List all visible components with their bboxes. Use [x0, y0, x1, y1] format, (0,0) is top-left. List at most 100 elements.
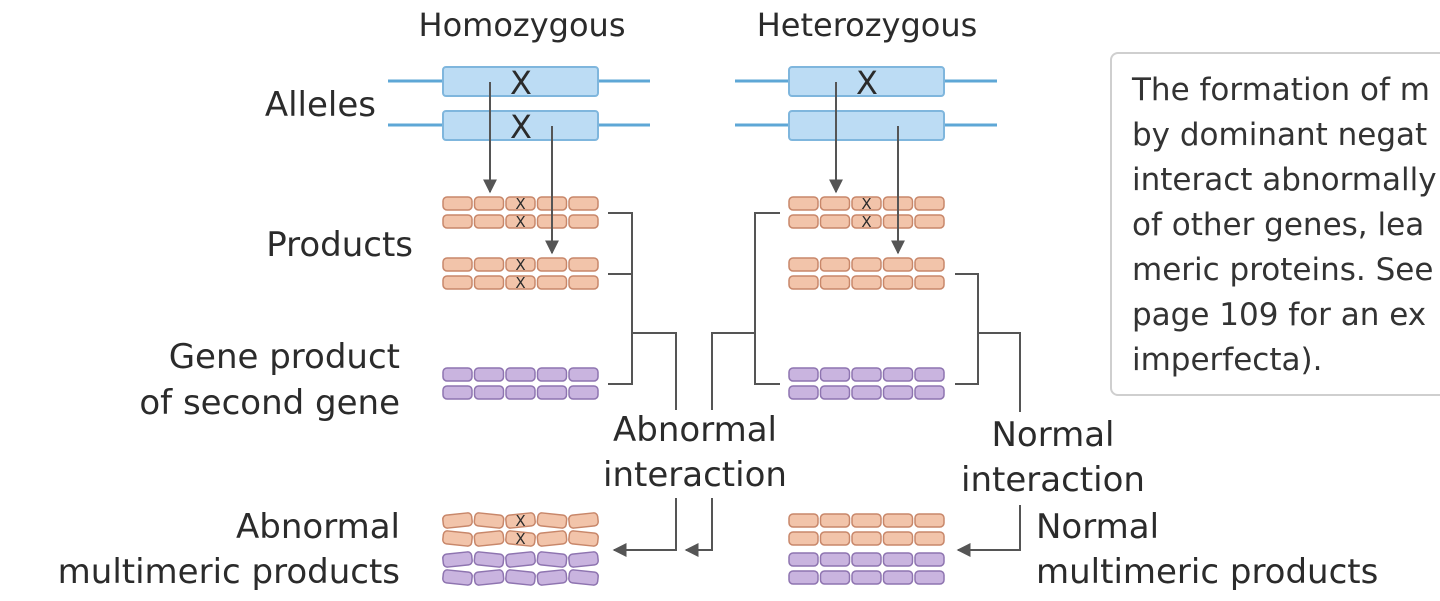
protein-subunit [536, 512, 568, 529]
caption-box: The formation of m by dominant negat int… [1110, 52, 1440, 396]
protein-subunit [851, 196, 882, 211]
homozygous-header: Homozygous [419, 6, 626, 44]
homozygous-product-2: XX [442, 256, 599, 292]
protein-subunit [505, 385, 536, 400]
mutation-mark: X [515, 512, 525, 530]
mutation-mark: X [515, 274, 525, 292]
heterozygous-header: Heterozygous [757, 6, 978, 44]
protein-subunit [788, 257, 819, 272]
protein-subunit [788, 552, 819, 567]
protein-subunit [851, 257, 882, 272]
protein-subunit [442, 196, 473, 211]
allele-to-product-arrows [483, 82, 905, 255]
heterozygous-abnormal-connector [684, 212, 780, 557]
protein-subunit [568, 214, 599, 229]
protein-subunit [914, 531, 945, 546]
protein-subunit [473, 275, 505, 290]
normal-multimeric-label-line-2: multimeric products [1036, 552, 1378, 592]
normal-multimeric-products [788, 513, 945, 585]
homozygous-product-1: XX [442, 195, 599, 231]
protein-subunit [788, 367, 819, 382]
protein-subunit [819, 385, 851, 400]
protein-subunit [536, 367, 568, 382]
protein-subunit [914, 385, 945, 400]
second-gene-label-line-2: of second gene [139, 383, 400, 423]
protein-subunit [914, 196, 945, 211]
protein-subunit [851, 275, 882, 290]
protein-subunit [442, 214, 473, 229]
protein-subunit [914, 570, 945, 585]
abnormal-multimer-lower [442, 551, 599, 586]
protein-subunit [914, 275, 945, 290]
heterozygous-second-gene-product [788, 367, 945, 400]
protein-subunit [788, 385, 819, 400]
protein-subunit [505, 551, 536, 568]
protein-subunit [851, 385, 882, 400]
protein-subunit [505, 214, 536, 229]
normal-multimer-upper [788, 513, 945, 546]
protein-subunit [882, 570, 914, 585]
normal-multimeric-label-line-1: Normal [1036, 507, 1159, 547]
protein-subunit [505, 367, 536, 382]
protein-subunit [473, 214, 505, 229]
protein-subunit [568, 530, 599, 547]
protein-subunit [819, 513, 851, 528]
protein-subunit [819, 531, 851, 546]
protein-subunit [568, 385, 599, 400]
mutation-mark: X [510, 108, 532, 146]
protein-subunit [536, 530, 568, 547]
protein-subunit [788, 531, 819, 546]
protein-subunit [882, 275, 914, 290]
protein-subunit [442, 512, 473, 529]
protein-subunit [788, 214, 819, 229]
mutation-mark: X [515, 530, 525, 548]
mutation-mark: X [515, 213, 525, 231]
products-label: Products [266, 225, 413, 265]
protein-subunit [536, 569, 568, 586]
caption-text: The formation of m by dominant negat int… [1132, 72, 1437, 378]
homozygous-second-gene-product [442, 367, 599, 400]
normal-interaction-label-line-1: Normal [991, 415, 1114, 455]
protein-subunit [851, 367, 882, 382]
mutation-mark: X [856, 64, 878, 102]
protein-subunit [473, 569, 505, 586]
protein-subunit [851, 513, 882, 528]
protein-subunit [473, 530, 505, 547]
protein-subunit [568, 569, 599, 586]
protein-subunit [819, 257, 851, 272]
protein-subunit [914, 214, 945, 229]
protein-subunit [442, 569, 473, 586]
abnormal-multimer-upper: XX [442, 512, 599, 548]
protein-subunit [851, 531, 882, 546]
heterozygous-product-1: XX [788, 195, 945, 231]
protein-subunit [536, 257, 568, 272]
protein-subunit [505, 512, 536, 529]
abnormal-multimeric-label-line-1: Abnormal [236, 507, 400, 547]
protein-subunit [568, 196, 599, 211]
protein-subunit [473, 367, 505, 382]
protein-subunit [914, 367, 945, 382]
protein-subunit [505, 257, 536, 272]
abnormal-interaction-label-line-1: Abnormal [613, 410, 777, 450]
protein-subunit [882, 367, 914, 382]
second-gene-label-line-1: Gene product [169, 337, 400, 377]
abnormal-multimeric-label-line-2: multimeric products [58, 552, 400, 592]
protein-subunit [788, 570, 819, 585]
protein-subunit [442, 275, 473, 290]
protein-subunit [473, 551, 505, 568]
protein-subunit [442, 385, 473, 400]
protein-subunit [819, 275, 851, 290]
mutation-mark: X [515, 195, 525, 213]
protein-subunit [536, 275, 568, 290]
protein-subunit [505, 275, 536, 290]
protein-subunit [819, 552, 851, 567]
protein-subunit [819, 214, 851, 229]
protein-subunit [505, 530, 536, 547]
protein-subunit [568, 257, 599, 272]
protein-subunit [473, 385, 505, 400]
mutation-mark: X [515, 256, 525, 274]
protein-subunit [882, 531, 914, 546]
protein-subunit [851, 214, 882, 229]
abnormal-multimeric-products: XX [442, 512, 599, 586]
